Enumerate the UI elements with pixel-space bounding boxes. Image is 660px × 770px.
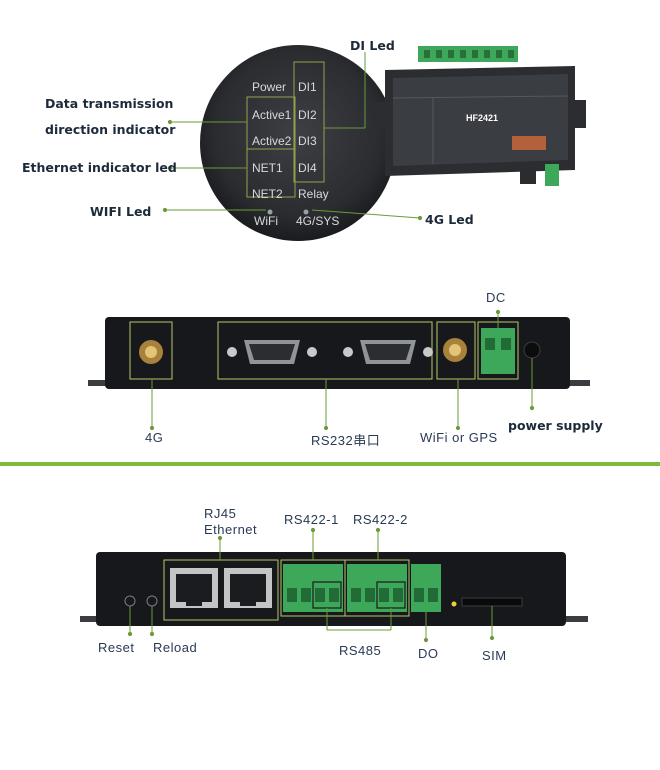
label-4g: 4G: [145, 430, 164, 445]
sim-slot: [461, 597, 523, 607]
section-divider: [0, 462, 660, 466]
led-label-active1: Active1: [252, 108, 292, 122]
rs232-port-1: [227, 340, 317, 364]
label-rs422-1: RS422-1: [284, 512, 339, 527]
led-label-di3: DI3: [298, 134, 317, 148]
callout-4g-led: 4G Led: [425, 212, 474, 227]
rj45-port-1: [170, 568, 218, 608]
led-label-4gsys: 4G/SYS: [296, 214, 339, 228]
label-sim: SIM: [482, 648, 507, 663]
led-label-net1: NET1: [252, 161, 283, 175]
led-label-di2: DI2: [298, 108, 317, 122]
callout-di-led: DI Led: [350, 38, 395, 53]
label-rj45-2: Ethernet: [204, 522, 258, 537]
rj45-port-2: [224, 568, 272, 608]
callout-wifi-led: WIFI Led: [90, 204, 152, 219]
label-reset: Reset: [98, 640, 135, 655]
label-rs232: RS232串口: [311, 433, 381, 448]
led-closeup-figure: Power Active1 Active2 NET1 NET2 WiFi DI1…: [162, 45, 586, 241]
label-power-supply: power supply: [508, 418, 603, 433]
led-label-power: Power: [252, 80, 286, 94]
device-top-view: HF2421: [372, 46, 586, 186]
device-model-label: HF2421: [466, 113, 498, 123]
led-label-relay: Relay: [298, 187, 329, 201]
led-label-net2: NET2: [252, 187, 283, 201]
led-label-wifi: WiFi: [254, 214, 278, 228]
label-rs485: RS485: [339, 643, 382, 658]
led-label-di1: DI1: [298, 80, 317, 94]
callout-ethernet-led: Ethernet indicator led: [22, 160, 177, 175]
led-label-di4: DI4: [298, 161, 317, 175]
label-rj45-1: RJ45: [204, 506, 237, 521]
callout-data-transmission-1: Data transmission: [45, 96, 174, 111]
front-panel-figure: [88, 309, 590, 431]
rs232-port-2: [343, 340, 433, 364]
label-rs422-2: RS422-2: [353, 512, 408, 527]
led-label-active2: Active2: [252, 134, 292, 148]
rear-panel-figure: [80, 527, 588, 643]
callout-data-transmission-2: direction indicator: [45, 122, 176, 137]
led-magnifier: [200, 45, 396, 241]
label-reload: Reload: [153, 640, 198, 655]
label-do: DO: [418, 646, 439, 661]
label-dc: DC: [486, 290, 506, 305]
label-wifi-gps: WiFi or GPS: [420, 430, 498, 445]
